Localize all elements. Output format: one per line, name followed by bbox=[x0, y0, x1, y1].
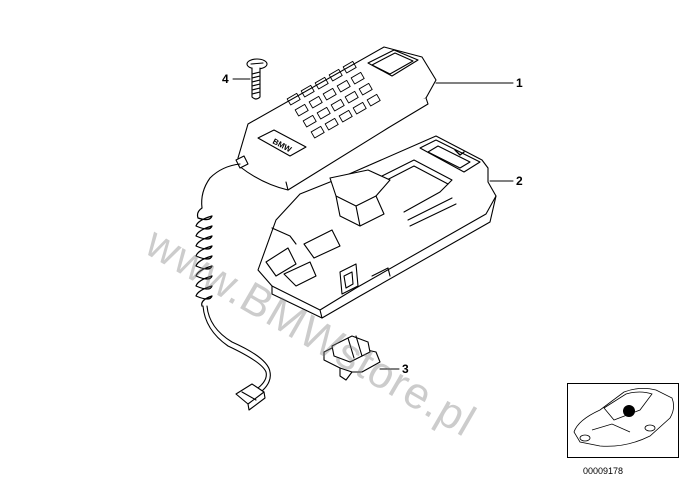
callout-3: 3 bbox=[402, 362, 409, 376]
coiled-cable bbox=[195, 163, 271, 411]
callout-2: 2 bbox=[516, 174, 523, 188]
callout-4: 4 bbox=[222, 72, 229, 86]
handset-part bbox=[235, 46, 437, 191]
clip-part bbox=[323, 335, 381, 381]
car-thumbnail-frame bbox=[567, 383, 679, 458]
callout-1: 1 bbox=[516, 76, 523, 90]
screw-part bbox=[246, 58, 268, 100]
document-number: 00009178 bbox=[583, 466, 624, 476]
cradle-part bbox=[257, 135, 497, 319]
